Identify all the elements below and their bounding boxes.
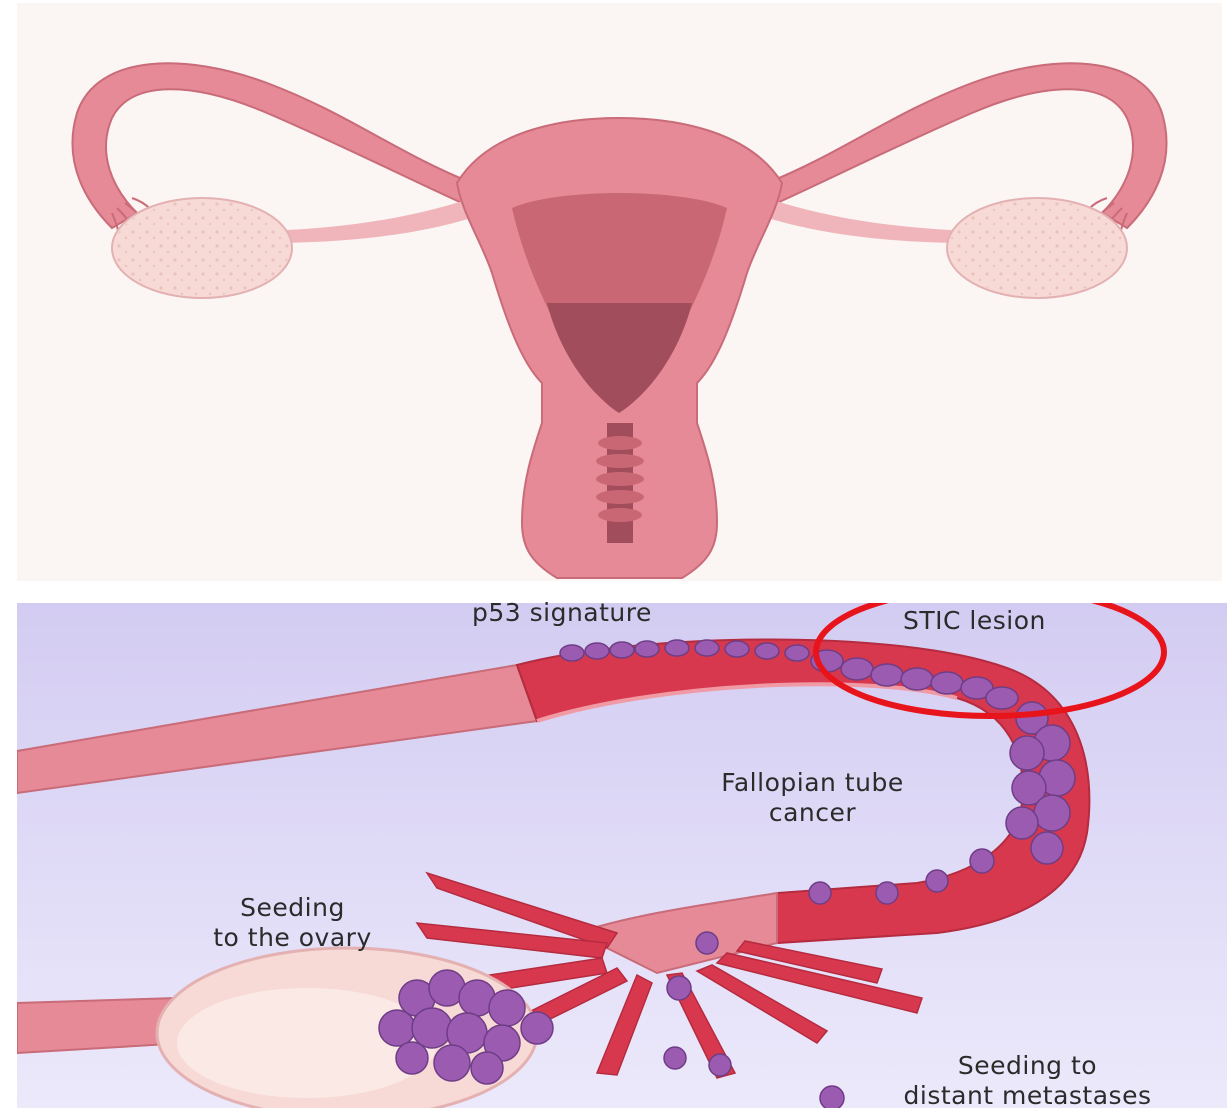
label-seeding-ovary-line1: Seeding [175,893,410,923]
label-seeding-ovary: Seeding to the ovary [175,893,410,953]
right-fallopian-tube [767,63,1167,228]
uterus-illustration [17,3,1222,581]
stic-progression-panel [17,603,1227,1108]
label-fallopian-line1: Fallopian tube [675,768,950,798]
label-seeding-distant: Seeding to distant metastases [860,1051,1195,1111]
label-seeding-ovary-line2: to the ovary [175,923,410,953]
label-stic-lesion: STIC lesion [903,606,1046,636]
label-p53-signature: p53 signature [472,598,652,628]
label-fallopian-line2: cancer [675,798,950,828]
label-seeding-distant-line1: Seeding to [860,1051,1195,1081]
label-seeding-distant-line2: distant metastases [860,1081,1195,1111]
uterus-illustration-panel [17,3,1222,581]
label-fallopian-tube-cancer: Fallopian tube cancer [675,768,950,828]
fallopian-tube-cancer-diagram [17,603,1227,1108]
left-fallopian-tube [72,63,472,228]
